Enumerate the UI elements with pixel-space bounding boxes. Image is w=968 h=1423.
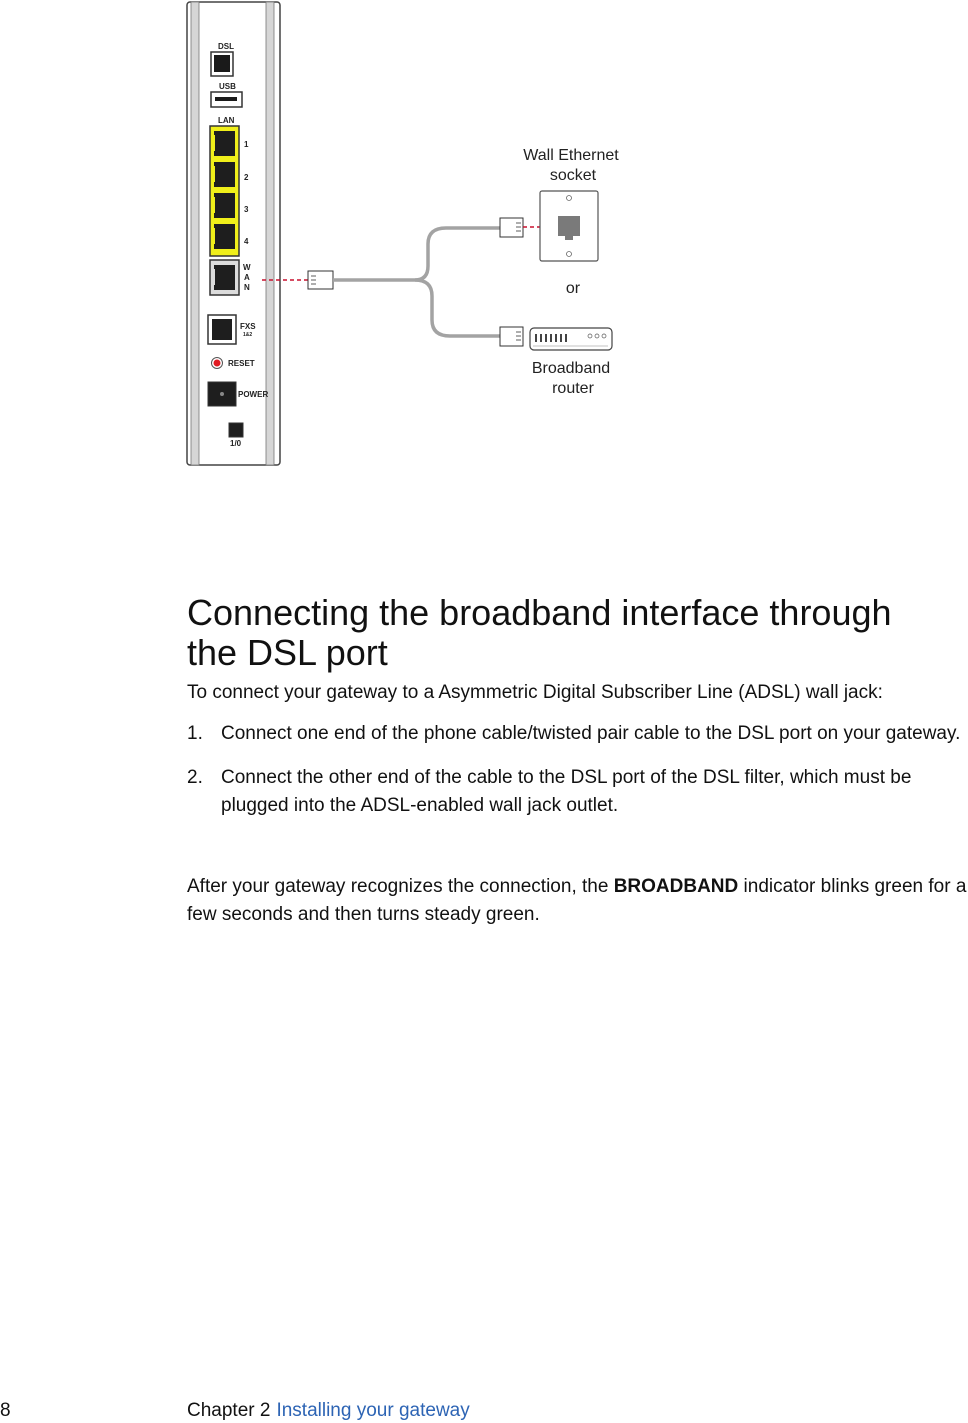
reset-button-icon <box>211 357 223 369</box>
usb-label: USB <box>219 82 236 91</box>
step-item: 2. Connect the other end of the cable to… <box>187 764 968 820</box>
outro-before: After your gateway recognizes the connec… <box>187 876 614 897</box>
connection-diagram: DSL USB LAN 1 2 3 4 W A N FXS 1&2 <box>186 1 619 466</box>
wan-label-w: W <box>243 263 251 272</box>
broadband-router-icon <box>529 327 613 351</box>
step-number: 2. <box>187 767 203 788</box>
step-number: 1. <box>187 723 203 744</box>
lan-port-3-label: 3 <box>244 205 249 214</box>
outro-text: After your gateway recognizes the connec… <box>187 873 967 929</box>
fxs-port-icon <box>207 314 237 345</box>
switch-label: 1/0 <box>230 439 242 448</box>
wall-plug-icon <box>499 217 524 238</box>
power-jack-icon <box>207 381 237 407</box>
lan-port-1-label: 1 <box>244 140 249 149</box>
wan-label-a: A <box>244 273 250 282</box>
step-item: 1. Connect one end of the phone cable/tw… <box>187 720 968 748</box>
lan-label: LAN <box>218 116 235 125</box>
intro-text: To connect your gateway to a Asymmetric … <box>187 682 883 703</box>
wan-label-n: N <box>244 283 250 292</box>
chapter-title-link[interactable]: Installing your gateway <box>276 1400 470 1421</box>
fxs-sub-label: 1&2 <box>243 332 252 338</box>
wall-socket-label-line2: socket <box>550 167 597 184</box>
section-title: Connecting the broadband interface throu… <box>187 592 892 673</box>
router-label-line2: router <box>552 380 594 397</box>
usb-port-icon <box>210 91 243 108</box>
outro-after: indicator blinks green for a few seconds… <box>187 876 967 925</box>
router-label-line1: Broadband <box>532 360 610 377</box>
wall-socket-label-line1: Wall Ethernet <box>523 147 619 164</box>
dsl-label: DSL <box>218 42 234 51</box>
dsl-port-icon <box>210 51 234 77</box>
step-text: Connect one end of the phone cable/twist… <box>221 723 961 744</box>
wall-socket-icon <box>539 190 599 262</box>
reset-label: RESET <box>228 359 255 368</box>
fxs-label: FXS <box>240 322 256 331</box>
steps-list: 1. Connect one end of the phone cable/tw… <box>187 720 968 836</box>
step-text: Connect the other end of the cable to th… <box>221 767 912 816</box>
page-number: 8 <box>0 1400 11 1421</box>
chapter-label: Chapter 2 <box>187 1400 271 1421</box>
cable-plug-icon <box>307 270 334 290</box>
router-plug-icon <box>499 326 524 347</box>
wan-port-icon <box>209 259 240 296</box>
lan-ports-icon <box>209 125 240 257</box>
lan-port-2-label: 2 <box>244 173 249 182</box>
ethernet-cable <box>333 226 500 338</box>
lan-port-4-label: 4 <box>244 237 249 246</box>
power-switch-icon <box>228 422 244 438</box>
or-label: or <box>566 280 581 297</box>
broadband-indicator-name: BROADBAND <box>613 876 739 897</box>
power-label: POWER <box>238 390 268 399</box>
